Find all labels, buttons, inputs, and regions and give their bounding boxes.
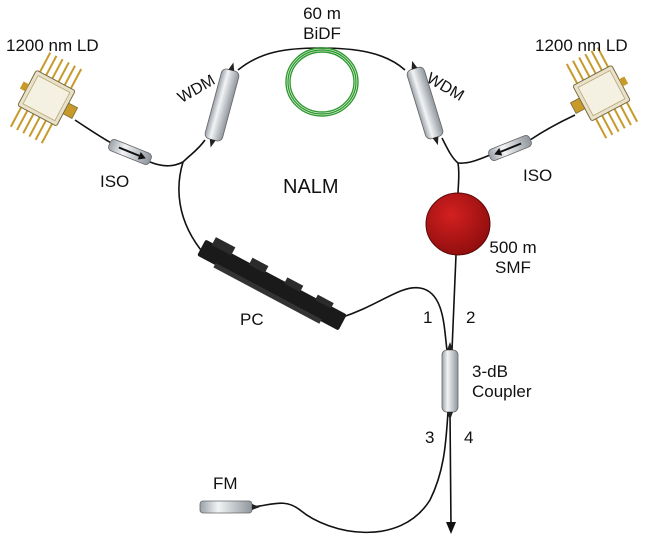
ld-left-label: 1200 nm LD bbox=[6, 36, 99, 55]
iso-left-component bbox=[108, 139, 152, 165]
smf-spool bbox=[425, 192, 491, 256]
faraday-mirror bbox=[199, 500, 260, 514]
coupler-ratio-label: 3-dB bbox=[472, 362, 508, 381]
port-1-label: 1 bbox=[423, 308, 433, 327]
iso-right-component bbox=[488, 135, 532, 161]
pc-label: PC bbox=[240, 310, 264, 329]
bidf-length-label: 60 m bbox=[303, 4, 341, 23]
fibers bbox=[74, 47, 576, 534]
coupler-component bbox=[441, 342, 459, 420]
iso-left-label: ISO bbox=[100, 172, 130, 191]
fm-label: FM bbox=[213, 474, 238, 493]
fiber-spool-to-port2 bbox=[451, 254, 457, 351]
fiber-ld-right bbox=[529, 114, 576, 141]
ld-right-component bbox=[565, 47, 639, 139]
fiber-pc-to-port1 bbox=[339, 286, 448, 351]
fiber-wdm-left-lower bbox=[182, 139, 206, 163]
iso-right-label: ISO bbox=[523, 166, 553, 185]
fiber-top bbox=[237, 47, 406, 71]
fiber-wdm-right-lower bbox=[441, 137, 459, 164]
fiber-right-vertical bbox=[457, 162, 460, 196]
bidf-coil bbox=[285, 47, 359, 117]
fiber-iso-right bbox=[457, 154, 491, 164]
coupler-name-label: Coupler bbox=[472, 382, 532, 401]
port-2-label: 2 bbox=[466, 308, 476, 327]
smf-type-label: SMF bbox=[495, 258, 531, 277]
port-4-label: 4 bbox=[464, 428, 474, 447]
smf-length-label: 500 m bbox=[489, 238, 537, 257]
fiber-ld-left bbox=[74, 119, 116, 146]
ld-left-component bbox=[9, 52, 83, 144]
ld-right-label: 1200 nm LD bbox=[535, 36, 628, 55]
bidf-type-label: BiDF bbox=[303, 24, 341, 43]
nalm-label: NALM bbox=[283, 176, 339, 198]
port-3-label: 3 bbox=[425, 428, 435, 447]
fiber-iso-left bbox=[149, 161, 184, 167]
wdm-right-component bbox=[406, 60, 444, 146]
wdm-left-component bbox=[204, 62, 240, 148]
fiber-port3-to-fm bbox=[251, 411, 449, 534]
fiber-left-arc bbox=[178, 161, 206, 256]
polarization-controller bbox=[197, 237, 347, 330]
output-arrow-icon bbox=[446, 522, 456, 534]
fiber-port4-output bbox=[449, 411, 452, 529]
